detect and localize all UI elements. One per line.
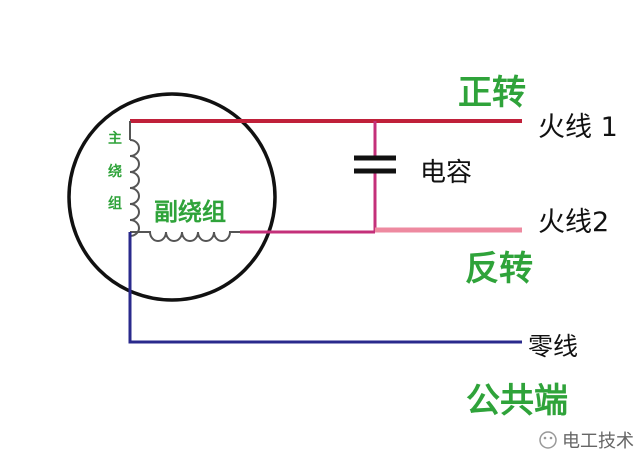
neutral-label: 零线 (528, 332, 578, 361)
watermark: 电工技术 (539, 431, 634, 452)
forward-label: 正转 (458, 73, 526, 113)
live1-label: 火线 1 (538, 112, 618, 143)
live2-label: 火线2 (538, 207, 609, 238)
main-winding-label-3: 组 (108, 195, 122, 212)
main-winding-label-1: 主 (108, 130, 122, 147)
watermark-text: 电工技术 (562, 431, 634, 452)
capacitor-label: 电容 (420, 158, 472, 188)
neutral-wire (128, 232, 522, 344)
aux-winding-label: 副绕组 (154, 198, 226, 226)
watermark-icon (539, 431, 557, 449)
common-label: 公共端 (466, 381, 568, 421)
main-winding-label-2: 绕 (108, 163, 122, 180)
main-winding-coil (129, 139, 140, 238)
motor-housing (67, 92, 277, 302)
reverse-label: 反转 (465, 249, 533, 289)
aux-winding-coil (130, 231, 240, 242)
